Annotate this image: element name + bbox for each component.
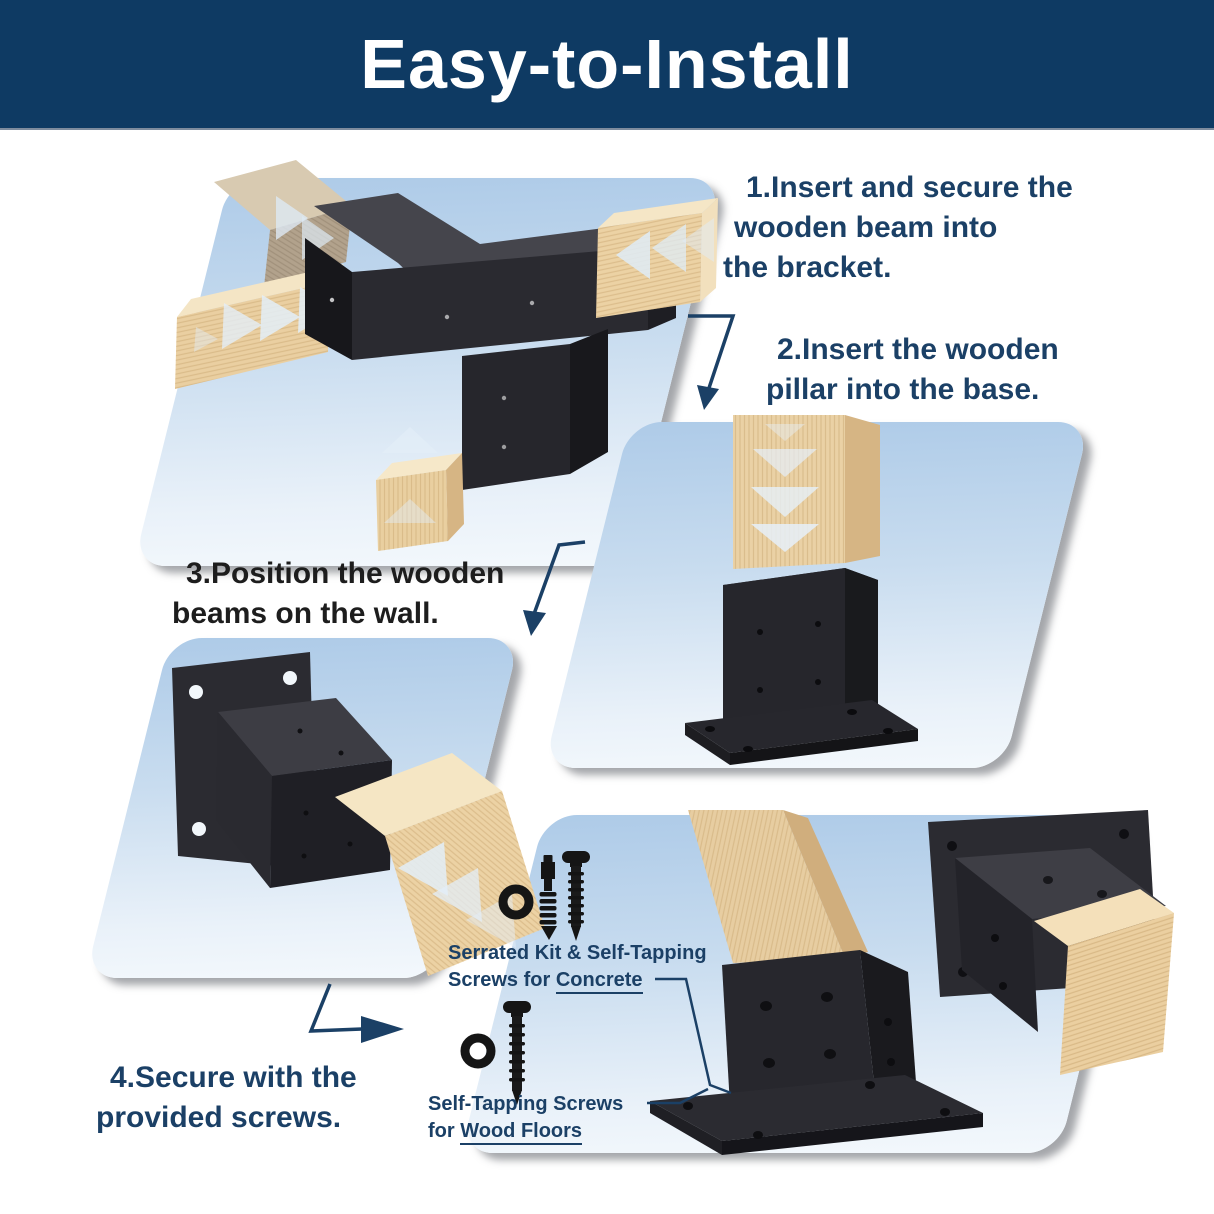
step-1-text: 1.Insert and secure the wooden beam into… [723, 168, 1073, 288]
concrete-screws-label-line-1: Serrated Kit & Self-Tapping [448, 942, 707, 964]
wood-floor-screws-label: Self-Tapping Screws for Wood Floors [428, 1091, 623, 1145]
step-3-line-1: 3.Position the wooden [186, 557, 505, 590]
step-1-line-1: 1.Insert and secure the [746, 171, 1073, 204]
concrete-screws-label-underlined: Concrete [555, 969, 643, 994]
wood-floor-screws-label-underlined: Wood Floors [460, 1120, 583, 1145]
page-title: Easy-to-Install [360, 25, 854, 103]
step-2-line-1: 2.Insert the wooden [777, 333, 1059, 366]
step-4-text: 4.Secure with the provided screws. [96, 1058, 357, 1138]
arrow-step1-to-step2 [688, 314, 736, 389]
step-2-text: 2.Insert the wooden pillar into the base… [766, 330, 1059, 410]
step-panel-2 [543, 422, 1090, 768]
header-banner: Easy-to-Install [0, 0, 1214, 130]
arrowhead-step3 [523, 610, 546, 636]
wood-floor-screws-label-line-1: Self-Tapping Screws [428, 1093, 624, 1115]
arrowhead-step4 [361, 1016, 404, 1043]
step-1-line-3: the bracket. [723, 251, 892, 284]
arrow-step4 [308, 983, 363, 1033]
step-panel-3 [85, 638, 520, 978]
step-3-text: 3.Position the wooden beams on the wall. [172, 554, 504, 634]
step-2-line-2: pillar into the base. [766, 373, 1040, 406]
step-3-line-2: beams on the wall. [172, 597, 439, 630]
step-4-line-1: 4.Secure with the [110, 1061, 357, 1094]
concrete-screws-label-line-2-prefix: Screws for [448, 969, 556, 991]
concrete-screws-label: Serrated Kit & Self-Tapping Screws for C… [448, 940, 707, 994]
step-1-line-2: wooden beam into [734, 211, 998, 244]
wood-floor-screws-label-line-2-prefix: for [428, 1120, 461, 1142]
arrowhead-step1-to-step2 [697, 385, 719, 410]
step-4-line-2: provided screws. [96, 1101, 342, 1134]
